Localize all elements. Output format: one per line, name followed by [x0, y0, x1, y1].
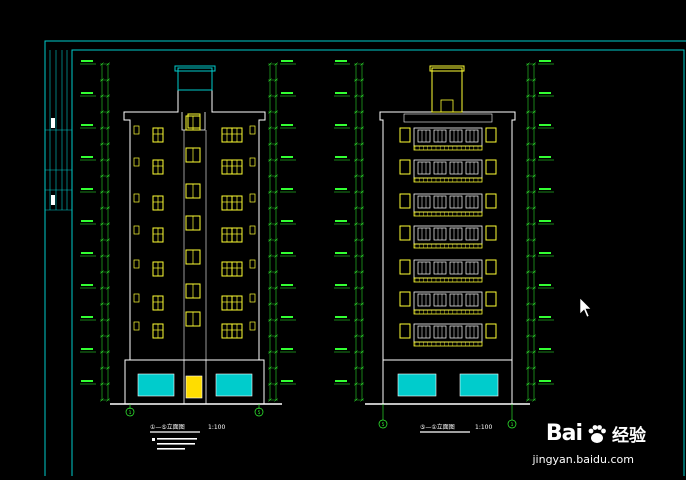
axis-bubble	[507, 419, 517, 429]
right-drawing-title: ⑤—①立面图	[420, 423, 455, 431]
right-elevation: 5 1	[365, 65, 530, 429]
balcony-unit	[399, 225, 497, 249]
axis-bubble	[254, 407, 264, 417]
watermark-url: jingyan.baidu.com	[532, 453, 634, 466]
stair-window	[185, 283, 201, 299]
window	[152, 159, 164, 175]
balcony-unit	[399, 291, 497, 315]
svg-text:1: 1	[511, 422, 514, 428]
window	[231, 195, 243, 211]
balcony-unit	[399, 259, 497, 283]
stair-window	[185, 311, 201, 327]
paw-icon	[588, 424, 606, 443]
balcony-unit	[399, 159, 497, 183]
left-drawing-title: ①—⑤立面图	[150, 423, 185, 431]
window	[231, 261, 243, 277]
stair-window	[185, 215, 201, 231]
title-strip	[45, 50, 72, 211]
window	[152, 295, 164, 311]
balcony-unit	[399, 193, 497, 217]
notes-block	[152, 438, 197, 450]
window	[152, 323, 164, 339]
window	[221, 227, 233, 243]
building-outline	[123, 89, 266, 405]
svg-text:5: 5	[382, 422, 385, 428]
stair-window	[185, 147, 201, 163]
shopfront-right-1	[397, 373, 437, 397]
inner-frame	[71, 49, 685, 480]
balcony-unit	[399, 127, 497, 151]
balcony-unit	[399, 323, 497, 347]
stair-tower	[177, 67, 213, 91]
window	[152, 227, 164, 243]
left-windows	[133, 113, 256, 339]
watermark-logo: Bai	[545, 421, 583, 446]
left-elevation: 1 5	[110, 65, 282, 417]
svg-text:1: 1	[129, 410, 132, 416]
window	[231, 295, 243, 311]
outer-frame	[44, 40, 686, 480]
window	[152, 127, 164, 143]
window	[221, 295, 233, 311]
window	[221, 159, 233, 175]
window	[231, 127, 243, 143]
svg-text:5: 5	[258, 410, 261, 416]
right-drawing-scale: 1:100	[475, 424, 492, 431]
window	[231, 159, 243, 175]
watermark-logo-suffix: 经验	[612, 426, 646, 446]
window	[152, 195, 164, 211]
shopfront-left-1	[137, 373, 175, 397]
dimension-lines	[80, 60, 554, 402]
stair-tower	[431, 67, 463, 113]
stair-window	[185, 249, 201, 265]
entrance-door	[185, 375, 203, 399]
baidu-jingyan-watermark: Bai 经验	[546, 421, 646, 446]
shopfront-left-2	[215, 373, 253, 397]
window	[152, 261, 164, 277]
window	[221, 127, 233, 143]
window	[221, 323, 233, 339]
left-drawing-scale: 1:100	[208, 424, 225, 431]
window	[221, 261, 233, 277]
right-windows	[399, 113, 497, 347]
shopfront-right-2	[459, 373, 499, 397]
window	[231, 227, 243, 243]
stair-window	[185, 183, 201, 199]
window	[231, 323, 243, 339]
axis-bubble	[378, 419, 388, 429]
mouse-cursor-icon	[579, 297, 592, 318]
window	[221, 195, 233, 211]
axis-bubble	[125, 407, 135, 417]
